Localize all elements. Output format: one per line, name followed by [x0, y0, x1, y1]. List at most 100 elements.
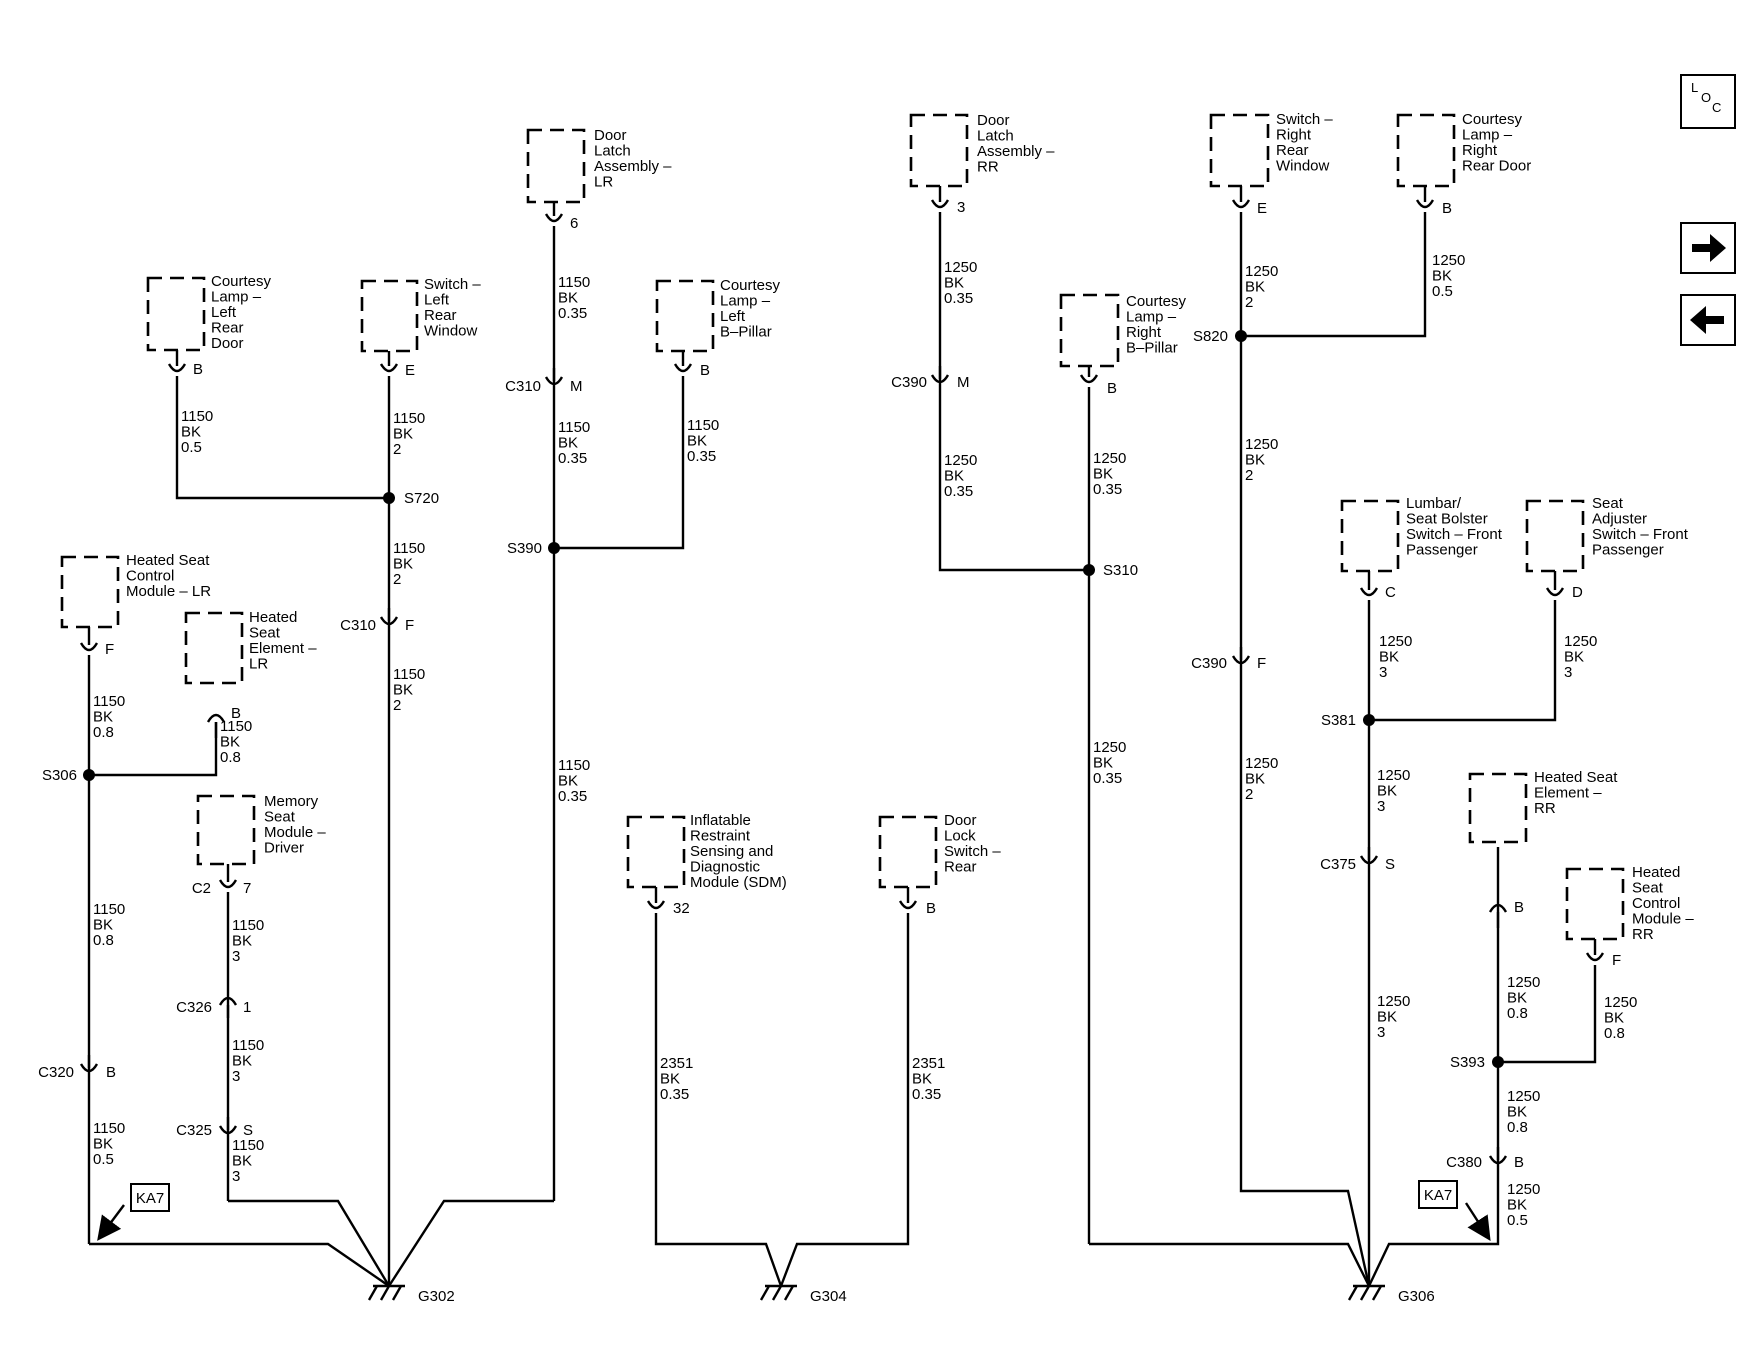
- ground-label: G304: [810, 1288, 847, 1305]
- splice-label: S720: [404, 490, 439, 507]
- splice-label: S381: [1321, 712, 1356, 729]
- pin-terminal: [646, 887, 666, 910]
- connector-pin: 1: [243, 999, 251, 1016]
- inline-connector: [544, 368, 564, 386]
- splice-dot: [548, 542, 560, 554]
- splice-label: S820: [1193, 328, 1228, 345]
- component-boxes: [60, 113, 1625, 941]
- callout-ka7-left: KA7: [97, 1183, 170, 1241]
- loc-button[interactable]: L O C: [1680, 74, 1736, 129]
- pin-label: 3: [957, 199, 965, 216]
- pin-terminal: [1079, 366, 1099, 384]
- connector-name: C320: [38, 1064, 74, 1081]
- connector-pin: B: [106, 1064, 116, 1081]
- connector-pin: S: [1385, 856, 1395, 873]
- pin-terminal: [79, 627, 99, 652]
- box-heated-seat-control-lr: [60, 555, 120, 629]
- ground-icon: [759, 1284, 797, 1301]
- box-heated-seat-element-lr: [184, 611, 244, 685]
- next-page-button[interactable]: [1680, 222, 1736, 274]
- left-arrow-icon: [1690, 306, 1724, 334]
- pin-terminal: [206, 713, 226, 738]
- connector-pin: F: [405, 617, 414, 634]
- pin-terminal: [167, 350, 187, 373]
- box-courtesy-lamp-left-bpillar: [655, 279, 715, 353]
- splice-label: S306: [42, 767, 77, 784]
- connector-name: C390: [1191, 655, 1227, 672]
- inline-connector: [218, 996, 238, 1018]
- splice-labels: S720 S390 S306 S310 S820 S381 S393: [42, 328, 1485, 1071]
- inline-connector: [1359, 847, 1379, 865]
- ground-label: G306: [1398, 1288, 1435, 1305]
- pin-label: 7: [243, 880, 251, 897]
- box-lumbar-switch-fp: [1340, 499, 1400, 573]
- pin-label: E: [405, 362, 415, 379]
- pin-terminal: [218, 864, 238, 889]
- inline-connector: [1231, 647, 1251, 665]
- box-sdm: [626, 815, 686, 889]
- box-heated-seat-element-rr: [1468, 772, 1528, 844]
- box-door-latch-lr: [526, 128, 586, 204]
- box-heated-seat-control-rr: [1565, 867, 1625, 941]
- connector-pin: M: [570, 378, 583, 395]
- ground-icon: [1347, 1284, 1385, 1301]
- connector-name: C310: [340, 617, 376, 634]
- pin-terminal: [1231, 186, 1251, 209]
- loc-letter-o: O: [1701, 90, 1712, 105]
- splice-dot: [1235, 330, 1247, 342]
- pin-label: B: [700, 362, 710, 379]
- pin-terminal: [379, 351, 399, 373]
- splice-dot: [83, 769, 95, 781]
- pin-label: E: [1257, 200, 1267, 217]
- box-courtesy-lamp-right-bpillar: [1059, 293, 1120, 368]
- box-memory-seat-module: [196, 794, 256, 866]
- splice-label: S393: [1450, 1054, 1485, 1071]
- callout-ka7-right: KA7: [1418, 1180, 1491, 1242]
- box-switch-left-rear-window: [360, 279, 419, 353]
- connector-name: C380: [1446, 1154, 1482, 1171]
- splice-dot: [1363, 714, 1375, 726]
- previous-page-button[interactable]: [1680, 294, 1736, 346]
- ground-labels: G302 G304 G306: [418, 1288, 1435, 1305]
- splice-dot: [1492, 1056, 1504, 1068]
- inline-connector: [379, 608, 399, 626]
- loc-letter-c: C: [1712, 100, 1722, 115]
- pin-label: F: [1612, 952, 1621, 969]
- connector-name: C325: [176, 1122, 212, 1139]
- pin-terminal: [1359, 571, 1379, 597]
